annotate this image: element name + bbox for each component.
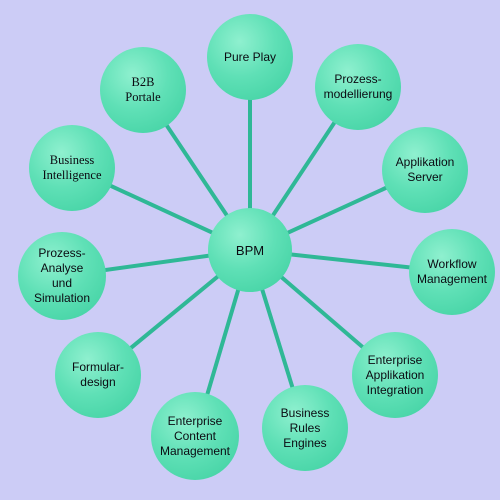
node-prozess-analyse-simulation: Prozess- Analyse und Simulation <box>18 232 106 320</box>
node-prozessmodellierung: Prozess- modellierung <box>315 44 401 130</box>
node-workflow-management: Workflow Management <box>409 229 495 315</box>
node-label: B2B Portale <box>125 75 161 104</box>
node-label: Enterprise Content Management <box>159 413 231 458</box>
node-label: Applikation Server <box>395 155 455 184</box>
node-label: Business Rules Engines <box>280 405 330 450</box>
node-label: Business Intelligence <box>42 153 102 182</box>
node-pure-play: Pure Play <box>207 14 293 100</box>
node-applikation-server: Applikation Server <box>382 127 468 213</box>
node-enterprise-applikation-integration: Enterprise Applikation Integration <box>352 332 438 418</box>
center-node-bpm: BPM <box>208 208 292 292</box>
node-b2b-portale: B2B Portale <box>100 47 186 133</box>
node-enterprise-content-management: Enterprise Content Management <box>151 392 239 480</box>
node-business-intelligence: Business Intelligence <box>29 125 115 211</box>
node-label: Enterprise Applikation Integration <box>365 352 425 397</box>
node-business-rules-engines: Business Rules Engines <box>262 385 348 471</box>
node-label: Prozess- modellierung <box>323 72 393 101</box>
node-label: Pure Play <box>223 49 277 64</box>
center-label: BPM <box>235 242 265 258</box>
node-label: Formular- design <box>71 360 124 389</box>
node-label: Prozess- Analyse und Simulation <box>33 246 91 305</box>
node-label: Workflow Management <box>416 257 488 286</box>
node-formulardesign: Formular- design <box>55 332 141 418</box>
